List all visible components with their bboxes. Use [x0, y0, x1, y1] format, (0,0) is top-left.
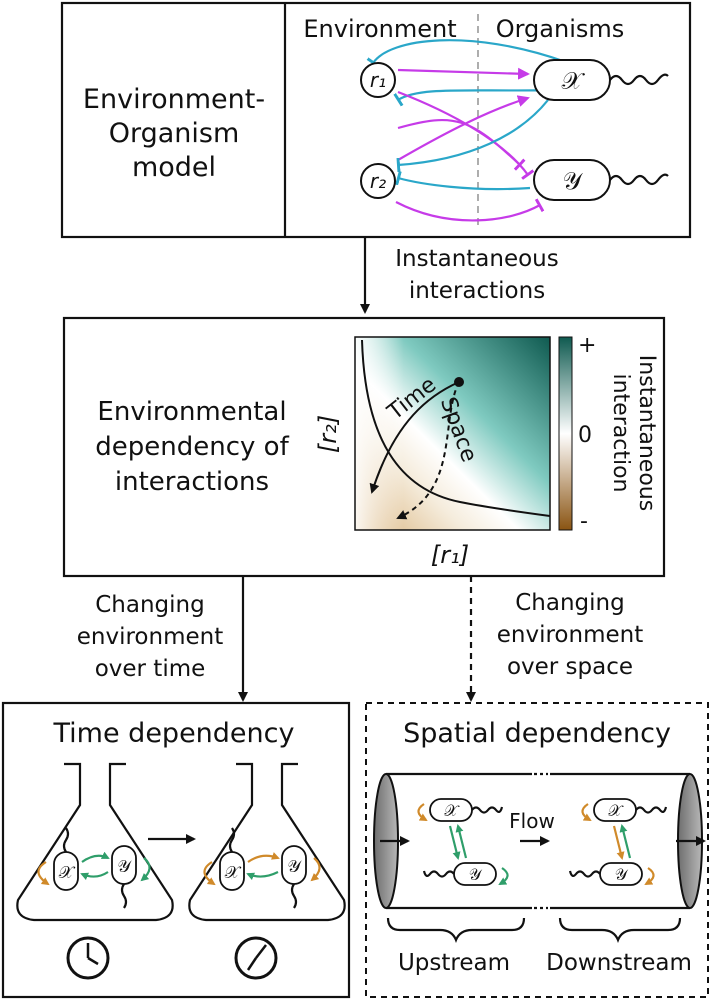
model-title-line-2: Organism — [109, 118, 240, 149]
organism-x-flagellum — [609, 73, 669, 86]
dependency-title-line-3: interactions — [115, 467, 269, 497]
time-panel-title: Time dependency — [53, 718, 295, 749]
flask1-y-self-arrow — [140, 857, 151, 882]
resource-r2-node: r₂ — [360, 163, 396, 199]
downstream-x-to-y-arrow — [612, 825, 625, 860]
upstream-x-self-arrow — [417, 803, 428, 821]
spatial-dependency-panel: Spatial dependency 𝒳 𝒴 Flow — [365, 702, 709, 998]
zero-contour-curve — [361, 339, 551, 517]
downstream-organism-x: 𝒳 — [608, 801, 624, 820]
instantaneous-label-line-1: Instantaneous — [395, 246, 559, 272]
flask2-x-self-arrow — [203, 861, 216, 886]
flask1-organism-y: 𝒴 — [117, 857, 132, 877]
flask2-y-self-arrow — [310, 857, 321, 882]
flask2-organism-y: 𝒴 — [287, 857, 302, 877]
flow-tube — [373, 772, 706, 910]
time-dependency-panel: Time dependency 𝒳 𝒴 𝒳 𝒴 — [1, 701, 351, 999]
flask2-organism-x: 𝒳 — [225, 863, 242, 883]
environment-header: Environment — [303, 15, 456, 43]
organism-x-label: 𝒳 — [562, 67, 586, 95]
magenta-arrow-r2-to-x — [397, 95, 530, 161]
y-axis-label: [r₂] — [314, 415, 342, 453]
flask2-x-to-y-arrow — [247, 852, 280, 863]
upstream-organism-y: 𝒴 — [469, 865, 483, 884]
downstream-label: Downstream — [546, 950, 692, 976]
time-branch-label-line-3: over time — [95, 656, 206, 682]
colorbar-minus-label: - — [580, 509, 588, 534]
flask1-x-self-arrow — [37, 861, 50, 886]
cyan-inhibition-y-to-r1 — [396, 99, 549, 173]
time-branch-label-line-2: environment — [77, 624, 223, 650]
cyan-inhibition-y-to-r2 — [395, 170, 531, 191]
clock-icon-before — [66, 936, 110, 980]
upstream-organism-x: 𝒳 — [444, 801, 460, 820]
resource-r1-node: r₁ — [360, 62, 396, 98]
colorbar-title-line-2: interaction — [608, 374, 633, 493]
magenta-arrow-r2-to-y — [395, 198, 545, 222]
downstream-x-self-arrow — [581, 803, 592, 821]
space-branch-label-line-3: over space — [507, 654, 633, 680]
environment-organism-model-box: Environment- Organism model Environment … — [60, 1, 692, 239]
flask1-y-to-x-arrow — [80, 871, 109, 881]
downstream-y-to-x-arrow — [619, 824, 632, 859]
colorbar-plus-label: + — [578, 333, 596, 358]
space-trajectory — [396, 381, 460, 520]
organism-x-cell: 𝒳 — [533, 59, 669, 101]
clock-icon-after — [234, 936, 278, 980]
cyan-inhibition-x-to-r1 — [366, 39, 567, 68]
time-branch-label-line-1: Changing — [95, 592, 204, 618]
flask2-y-to-x-arrow — [246, 871, 279, 881]
magenta-arrow-r2-loop — [397, 118, 526, 171]
resource-r1-label: r₁ — [370, 68, 386, 92]
space-branch-label-line-2: environment — [497, 622, 643, 648]
downstream-brace — [558, 917, 682, 943]
x-axis-label: [r₁] — [431, 541, 469, 569]
upstream-y-to-x-arrow — [455, 824, 468, 859]
upstream-y-self-arrow — [498, 867, 509, 885]
upstream-x-to-y-arrow — [448, 825, 461, 860]
flask-after: 𝒳 𝒴 — [188, 762, 346, 922]
flask-before: 𝒳 𝒴 — [16, 762, 174, 922]
flask1-x-to-y-arrow — [81, 851, 110, 863]
dependency-title-line-2: dependency of — [95, 432, 289, 462]
dependency-title-line-1: Environmental — [97, 397, 286, 427]
magenta-arrow-r1-to-x — [397, 67, 530, 80]
upstream-label: Upstream — [398, 950, 510, 976]
organism-y-flagellum — [609, 173, 669, 186]
instantaneous-label-line-2: interactions — [409, 278, 545, 304]
organism-y-cell: 𝒴 — [533, 159, 669, 201]
downstream-organism-y: 𝒴 — [615, 865, 629, 884]
downstream-community: 𝒳 𝒴 — [568, 798, 668, 886]
interaction-heatmap: Time Space — [354, 336, 551, 531]
upstream-brace — [386, 917, 526, 943]
resource-r2-label: r₂ — [370, 169, 386, 193]
space-branch-label-line-1: Changing — [515, 590, 624, 616]
model-title-line-1: Environment- — [83, 84, 265, 115]
flow-label: Flow — [509, 809, 555, 833]
model-title-line-3: model — [132, 152, 216, 183]
colorbar-title-line-1: Instantaneous — [634, 355, 659, 511]
downstream-y-self-arrow — [644, 867, 655, 885]
space-panel-title: Spatial dependency — [403, 718, 671, 749]
time-trajectory — [369, 381, 460, 494]
environmental-dependency-box: Environmental dependency of interactions… — [62, 316, 666, 578]
flask1-organism-x: 𝒳 — [59, 863, 76, 883]
colorbar-zero-label: 0 — [578, 423, 592, 448]
interaction-colorbar: + 0 - Instantaneous interaction — [558, 333, 659, 534]
organisms-header: Organisms — [496, 15, 625, 43]
organism-y-label: 𝒴 — [563, 167, 584, 195]
upstream-community: 𝒳 𝒴 — [417, 798, 509, 886]
